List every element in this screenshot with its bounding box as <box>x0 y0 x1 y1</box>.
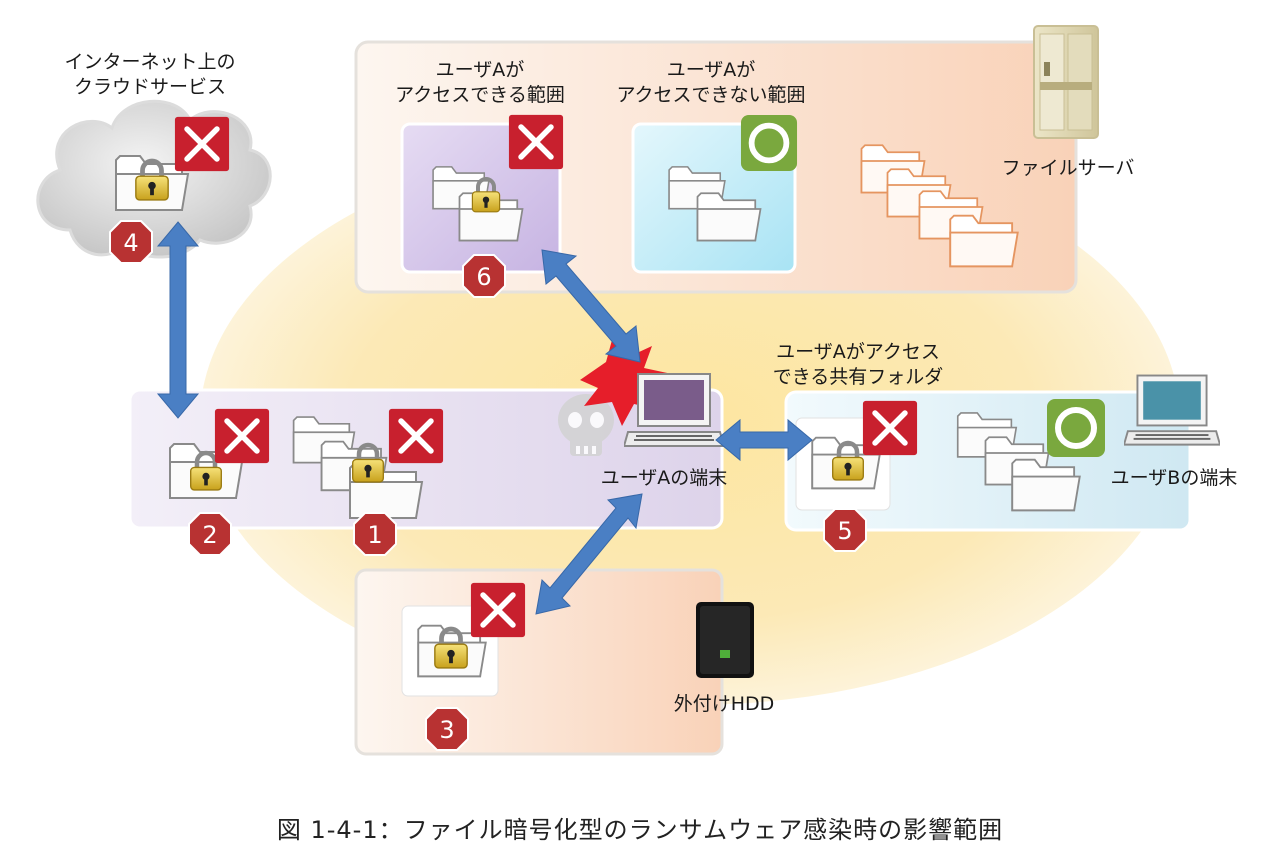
label-line: クラウドサービス <box>73 76 227 98</box>
cross-icon <box>509 115 563 169</box>
hdd-icon <box>696 602 754 678</box>
cross-icon <box>215 409 269 463</box>
svg-text:2: 2 <box>202 521 217 549</box>
badge-5: 5 <box>823 508 867 552</box>
svg-text:3: 3 <box>439 716 454 744</box>
inaccessible-range-label: ユーザAが アクセスできない範囲 <box>616 58 805 108</box>
svg-text:1: 1 <box>367 521 382 549</box>
cloud-service-label: インターネット上の クラウドサービス <box>64 50 235 100</box>
cross-icon <box>175 117 229 171</box>
cloud-service <box>36 99 272 259</box>
label-line: アクセスできる範囲 <box>395 84 565 106</box>
circle-icon <box>741 115 797 171</box>
file-server-region <box>354 40 1078 294</box>
label-line: インターネット上の <box>64 51 236 73</box>
cross-icon <box>389 409 443 463</box>
badge-1: 1 <box>353 512 397 556</box>
label-line: ユーザAが <box>435 59 525 81</box>
external-hdd-label: 外付けHDD <box>673 693 775 715</box>
file-server-label: ファイルサーバ <box>1001 157 1135 179</box>
label-line: できる共有フォルダ <box>772 366 944 388</box>
arrow-terminal-hdd <box>535 493 643 615</box>
folder-icon <box>949 214 1019 268</box>
circle-icon <box>1047 399 1105 457</box>
server-icon <box>1033 25 1099 139</box>
badge-2: 2 <box>188 512 232 556</box>
user-b-terminal-label: ユーザBの端末 <box>1110 467 1238 489</box>
badges: 1 2 3 4 5 6 <box>109 220 867 751</box>
skull-icon <box>558 394 614 456</box>
accessible-range-label: ユーザAが アクセスできる範囲 <box>395 58 565 108</box>
svg-text:5: 5 <box>837 517 852 545</box>
svg-text:6: 6 <box>476 263 491 291</box>
badge-4: 4 <box>109 220 153 264</box>
arrow-fileserver-terminal <box>541 249 641 363</box>
badge-6: 6 <box>462 254 506 298</box>
folder-icon <box>1011 458 1081 512</box>
arrow-cloud-terminal <box>156 221 200 419</box>
label-line: ユーザAが <box>666 59 756 81</box>
arrows <box>156 221 813 615</box>
badge-3: 3 <box>425 707 469 751</box>
svg-text:4: 4 <box>123 229 138 257</box>
cross-icon <box>863 401 917 455</box>
laptop-icon <box>624 373 724 447</box>
user-a-terminal-label: ユーザAの端末 <box>600 467 728 489</box>
label-line: アクセスできない範囲 <box>616 84 806 106</box>
cross-icon <box>471 583 525 637</box>
figure-caption: 図 1-4-1：ファイル暗号化型のランサムウェア感染時の影響範囲 <box>276 816 1004 844</box>
shared-folder-region <box>784 390 1192 532</box>
arrow-terminal-sharedfolder <box>715 418 813 462</box>
folder-icon <box>696 192 762 242</box>
label-line: ユーザAがアクセス <box>776 341 940 363</box>
laptop-icon <box>1124 374 1220 446</box>
shared-folder-label: ユーザAがアクセス できる共有フォルダ <box>773 340 944 390</box>
